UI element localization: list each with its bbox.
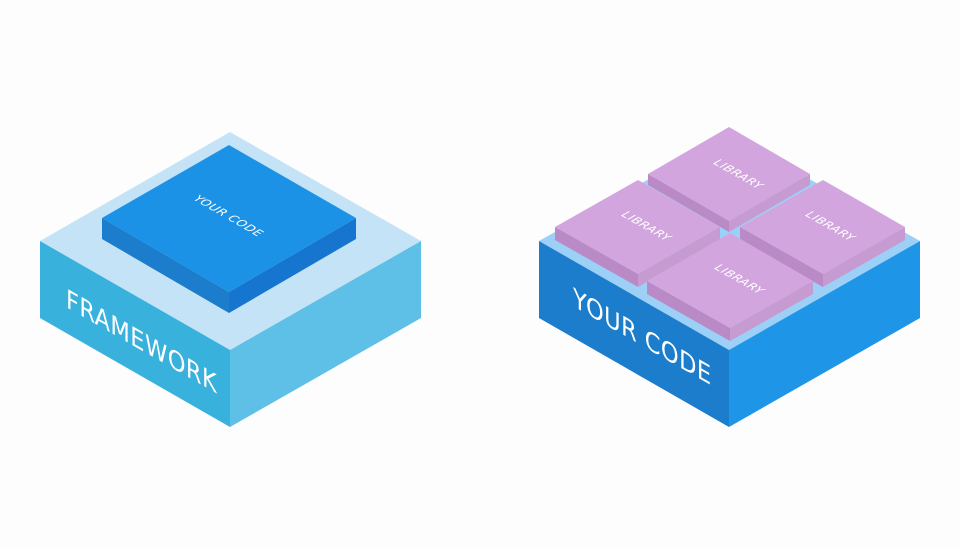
framework-block-right-face xyxy=(230,241,421,427)
library-tile-right-face xyxy=(729,174,810,232)
inner-code-block-left-face xyxy=(102,218,229,313)
code-base-block-right-face xyxy=(729,241,920,427)
library-tile-top xyxy=(647,233,813,328)
library-tile-top xyxy=(648,127,810,221)
library-tile-left-face xyxy=(647,281,730,341)
library-tile-right-face xyxy=(730,281,813,341)
library-tile: LIBRARY xyxy=(555,180,720,287)
library-tile-right-face xyxy=(823,227,905,287)
library-tile: LIBRARY xyxy=(648,127,810,232)
inner-code-block: YOUR CODE xyxy=(102,145,356,313)
library-tile-right-face xyxy=(638,227,720,287)
library-tile-left-face xyxy=(648,174,729,232)
inner-code-block-right-face xyxy=(229,218,356,313)
library-tile-top xyxy=(740,180,905,274)
framework-block-left-face xyxy=(40,241,230,427)
library-tile: LIBRARY xyxy=(647,233,813,341)
library-tile-left-face xyxy=(740,227,823,287)
library-tile-left-face xyxy=(555,227,638,287)
library-diagram: YOUR CODE LIBRARY LIBRARY LIBRARY xyxy=(539,127,920,427)
code-base-block-left-face xyxy=(539,241,729,427)
framework-diagram: FRAMEWORK YOUR CODE xyxy=(40,132,421,427)
inner-code-block-top xyxy=(102,145,356,292)
library-tile-top xyxy=(555,180,720,274)
library-tile: LIBRARY xyxy=(740,180,905,287)
